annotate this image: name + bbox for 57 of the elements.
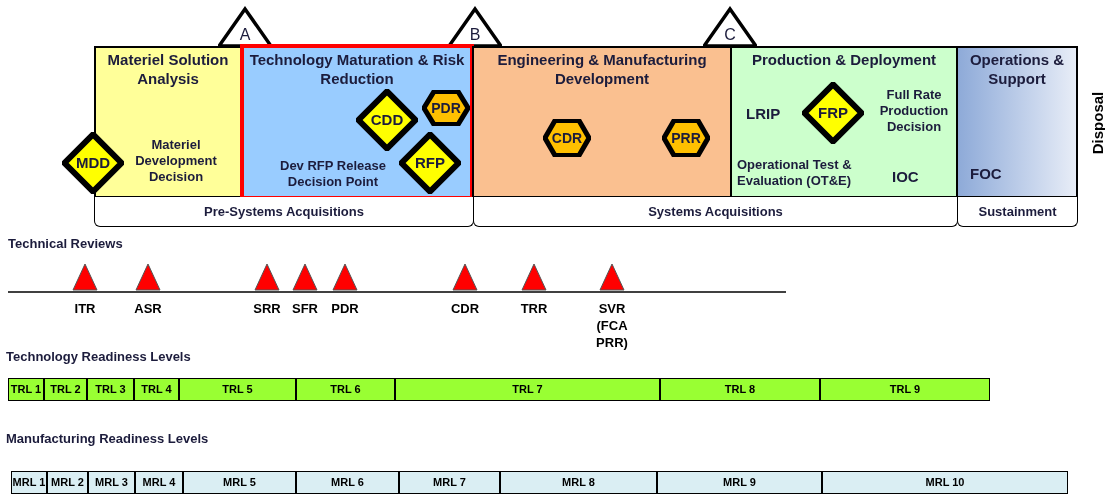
readiness-level-cell: MRL 8 [500,471,657,494]
decision-diamond: FRP [802,82,864,144]
review-label: PDR [330,300,360,317]
phase-title: Production & Deployment [750,50,938,69]
readiness-level-cell: TRL 1 [8,378,44,401]
readiness-level-cell: MRL 9 [657,471,822,494]
phase-note: Operational Test & Evaluation (OT&E) [737,157,853,189]
readiness-level-cell: TRL 9 [820,378,990,401]
readiness-level-cell: MRL 10 [822,471,1068,494]
phase-title: Engineering & Manufacturing Development [496,50,708,88]
readiness-level-cell: MRL 6 [296,471,399,494]
readiness-level-cell: MRL 3 [88,471,135,494]
readiness-level-cell: TRL 3 [87,378,134,401]
review-label: ASR [133,300,163,317]
section-heading: Technology Readiness Levels [6,348,192,366]
phase-title: Materiel Solution Analysis [106,50,230,88]
phase-note: FOC [970,164,1003,184]
readiness-level-cell: MRL 7 [399,471,500,494]
side-label: Disposal [1087,94,1105,155]
readiness-level-cell: MRL 4 [135,471,183,494]
review-hexagon: CDR [543,119,591,157]
phase-title: Technology Maturation & Risk Reduction [248,50,466,88]
acquisition-band: Sustainment [957,197,1078,227]
readiness-level-cell: TRL 4 [134,378,179,401]
review-label: SFR [291,300,319,317]
phase-note: IOC [892,167,920,187]
phase-box [730,46,958,198]
decision-diamond: RFP [399,132,461,194]
milestone-caption: Dev RFP Release Decision Point [279,158,387,190]
decision-diamond: MDD [62,132,124,194]
phase-box [240,44,474,200]
readiness-level-cell: TRL 8 [660,378,820,401]
milestone-caption: Materiel Development Decision [134,137,218,185]
readiness-level-cell: MRL 2 [47,471,88,494]
acquisition-band: Pre-Systems Acquisitions [94,197,474,227]
readiness-level-cell: TRL 6 [296,378,395,401]
review-label: CDR [449,300,481,317]
milestone-caption: Full Rate Production Decision [878,87,950,135]
readiness-level-cell: TRL 2 [44,378,87,401]
phase-box [956,46,1078,198]
readiness-level-cell: MRL 1 [11,471,47,494]
readiness-level-cell: MRL 5 [183,471,296,494]
review-hexagon: PDR [422,90,470,126]
readiness-level-cell: TRL 7 [395,378,660,401]
decision-diamond: CDD [356,89,418,151]
phase-title: Operations & Support [968,50,1066,88]
acquisition-band: Systems Acquisitions [473,197,958,227]
review-label: ITR [73,300,97,317]
review-label: SVR (FCA PRR) [595,300,629,351]
phase-box [472,46,732,198]
phase-note: LRIP [746,104,782,124]
section-heading: Manufacturing Readiness Levels [6,430,210,448]
section-heading: Technical Reviews [8,235,124,253]
review-label: TRR [519,300,549,317]
review-label: SRR [252,300,282,317]
review-hexagon: PRR [662,119,710,157]
readiness-level-cell: TRL 5 [179,378,296,401]
